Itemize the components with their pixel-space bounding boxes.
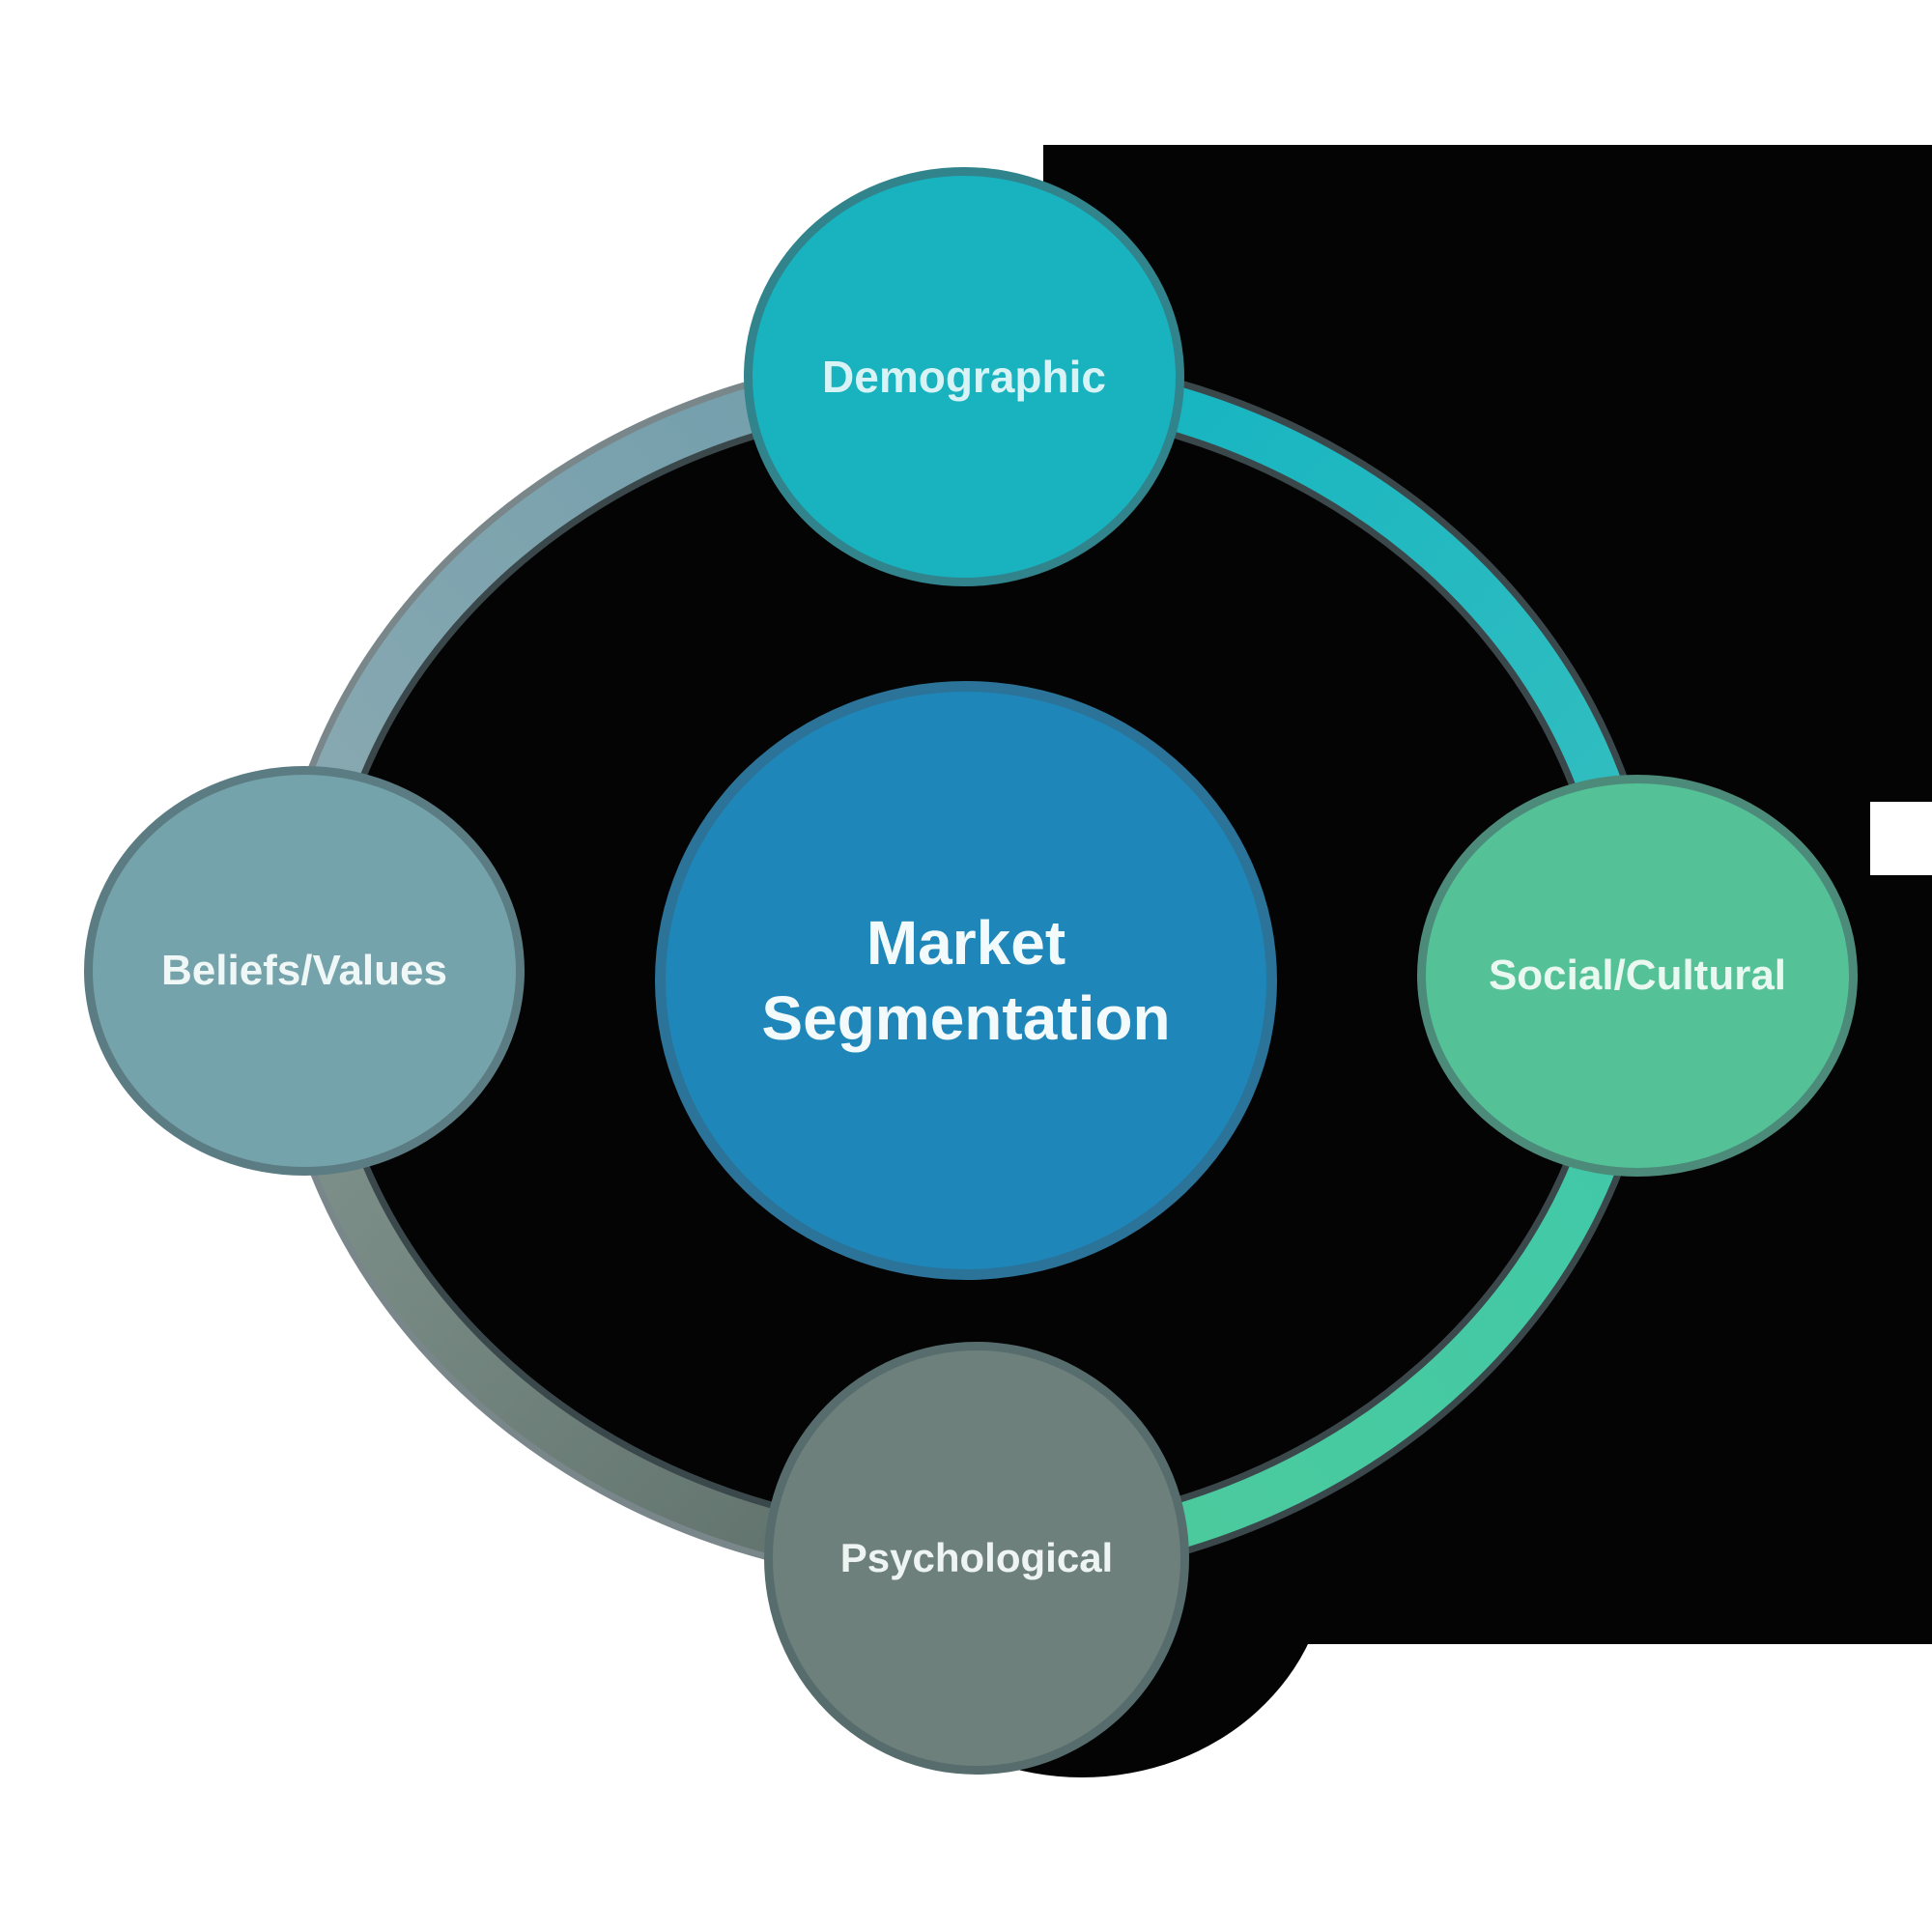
node-demographic: Demographic [744,167,1184,586]
node-demographic-label: Demographic [822,352,1106,402]
node-center-market-segmentation: Market Segmentation [655,681,1277,1280]
node-social-cultural: Social/Cultural [1417,775,1858,1177]
node-social-cultural-label: Social/Cultural [1488,952,1787,999]
white-edge-notch [1870,802,1932,875]
node-beliefs-values: Beliefs/Values [84,766,525,1176]
node-psychological: Psychological [764,1342,1189,1775]
center-label: Market Segmentation [761,907,1171,1053]
node-beliefs-values-label: Beliefs/Values [161,947,447,994]
node-psychological-label: Psychological [839,1535,1114,1580]
